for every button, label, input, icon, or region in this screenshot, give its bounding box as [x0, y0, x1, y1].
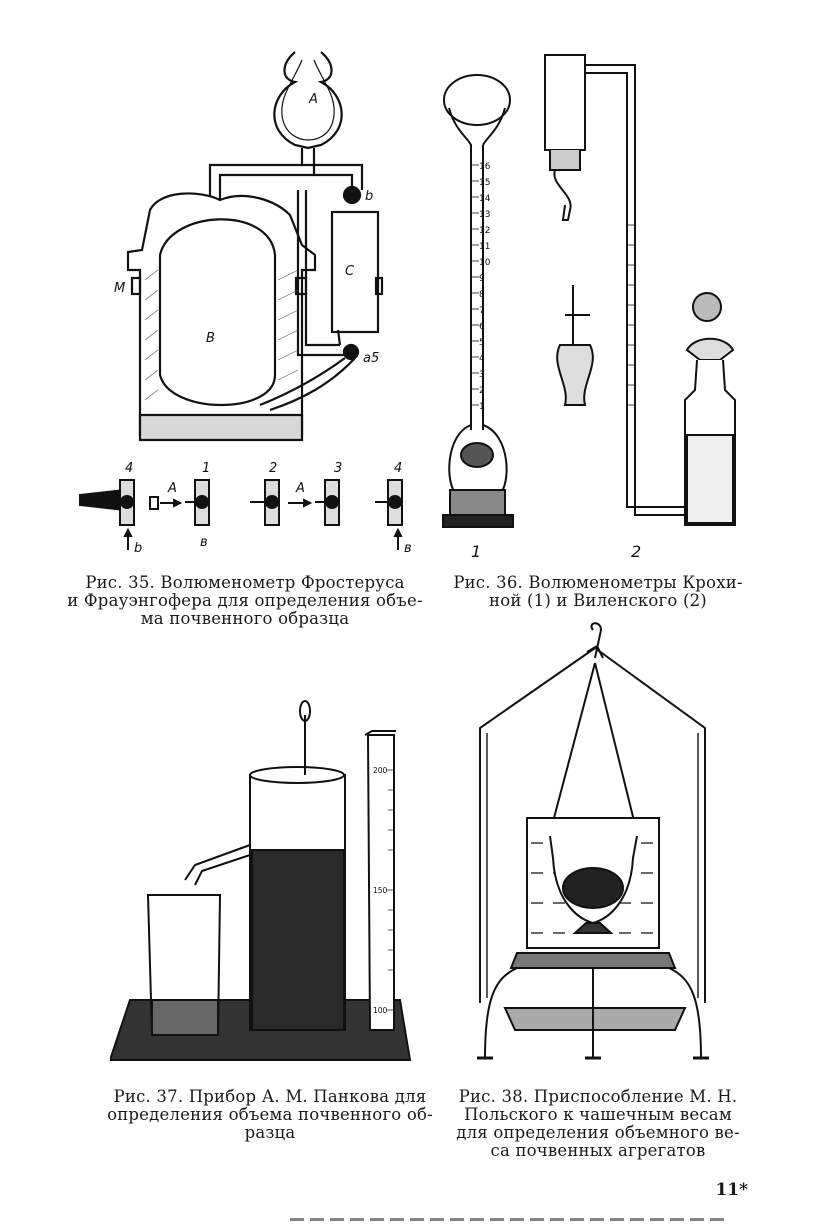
figure-38-caption: Рис. 38. Приспособление М. Н. Польского …	[453, 1088, 743, 1160]
figure-36-caption-line-2: ной (1) и Виленского (2)	[489, 591, 707, 610]
figure-38-caption-line-4: са почвенных агрегатов	[490, 1141, 706, 1160]
fig36-label-1: 1	[471, 542, 481, 561]
fig36-scale-4: 4	[479, 354, 485, 364]
fig36-scale-3: 3	[479, 370, 485, 380]
fig35-arrow-1: A	[167, 481, 177, 496]
fig36-scale-10: 10	[479, 258, 491, 268]
fig36-scale-13: 13	[479, 210, 490, 220]
fig36-scale-6: 6	[479, 322, 485, 332]
figure-36-caption: Рис. 36. Волюменометры Крохи- ной (1) и …	[438, 574, 758, 610]
fig36-scale-11: 11	[479, 242, 490, 252]
fig37-mark-200: 200	[373, 766, 388, 775]
fig35-label-a5: a5	[363, 351, 379, 366]
fig36-scale-9: 9	[479, 274, 485, 284]
fig35-label-m: М	[114, 281, 125, 296]
page-number: 11*	[715, 1180, 748, 1200]
figure-35-caption-line-3: ма почвенного образца	[140, 609, 350, 628]
fig35-bottom-b: b	[134, 541, 142, 556]
fig37-mark-150: 150	[373, 886, 388, 895]
fig35-bottom-v1: в	[200, 535, 208, 550]
fig36-scale-1: 1	[479, 402, 485, 412]
fig36-scale-2: 2	[479, 386, 485, 396]
figure-36-drawing: 16 15 14 13 12 11 10 9 8 7 6 5 4 3 2 1 1…	[442, 54, 736, 561]
figure-36-caption-line-1: Рис. 36. Волюменометры Крохи-	[453, 573, 743, 592]
fig36-scale-14: 14	[479, 194, 491, 204]
fig36-label-2: 2	[631, 542, 641, 561]
fig36-scale-16: 16	[479, 162, 491, 172]
figure-35-caption-line-2: и Фрауэнгофера для определения объе-	[67, 591, 423, 610]
fig36-scale-5: 5	[479, 338, 485, 348]
fig36-scale-7: 7	[479, 306, 485, 316]
fig36-scale-12: 12	[479, 226, 490, 236]
figure-38-caption-line-1: Рис. 38. Приспособление М. Н.	[458, 1087, 738, 1106]
figure-35-drawing: A b C М B a5 4 1 2 3 4 A A b в в	[79, 51, 412, 556]
fig35-arrow-2: A	[295, 481, 305, 496]
fig35-valve-2: 1	[202, 461, 210, 476]
figure-37-caption-line-1: Рис. 37. Прибор А. М. Панкова для	[113, 1087, 427, 1106]
figure-37-drawing: 200 150 100	[110, 700, 412, 1061]
fig35-label-c: C	[345, 264, 355, 279]
fig35-label-b-vessel: B	[206, 331, 215, 346]
figure-38-drawing	[477, 622, 709, 1060]
fig35-label-b: b	[365, 189, 373, 204]
figure-37-caption-line-2: определения объема почвенного об-	[107, 1105, 433, 1124]
fig35-bottom-v2: в	[404, 541, 412, 556]
fig37-mark-100: 100	[373, 1006, 388, 1015]
fig35-valve-5: 4	[394, 461, 402, 476]
fig35-label-a: A	[308, 92, 318, 107]
fig35-valve-4: 3	[334, 461, 342, 476]
figure-38-caption-line-2: Польского к чашечным весам	[464, 1105, 732, 1124]
figure-37-caption-line-3: разца	[244, 1123, 296, 1142]
figure-37-caption: Рис. 37. Прибор А. М. Панкова для опреде…	[95, 1088, 445, 1142]
fig35-valve-3: 2	[269, 461, 277, 476]
figure-35-caption-line-1: Рис. 35. Волюменометр Фростеруса	[85, 573, 405, 592]
figure-35-caption: Рис. 35. Волюменометр Фростеруса и Фрауэ…	[60, 574, 430, 628]
fig35-valve-1: 4	[125, 461, 133, 476]
fig36-scale-8: 8	[479, 290, 485, 300]
page-footer-divider	[290, 1218, 730, 1221]
figure-38-caption-line-3: для определения объемного ве-	[456, 1123, 740, 1142]
fig36-scale-15: 15	[479, 178, 490, 188]
